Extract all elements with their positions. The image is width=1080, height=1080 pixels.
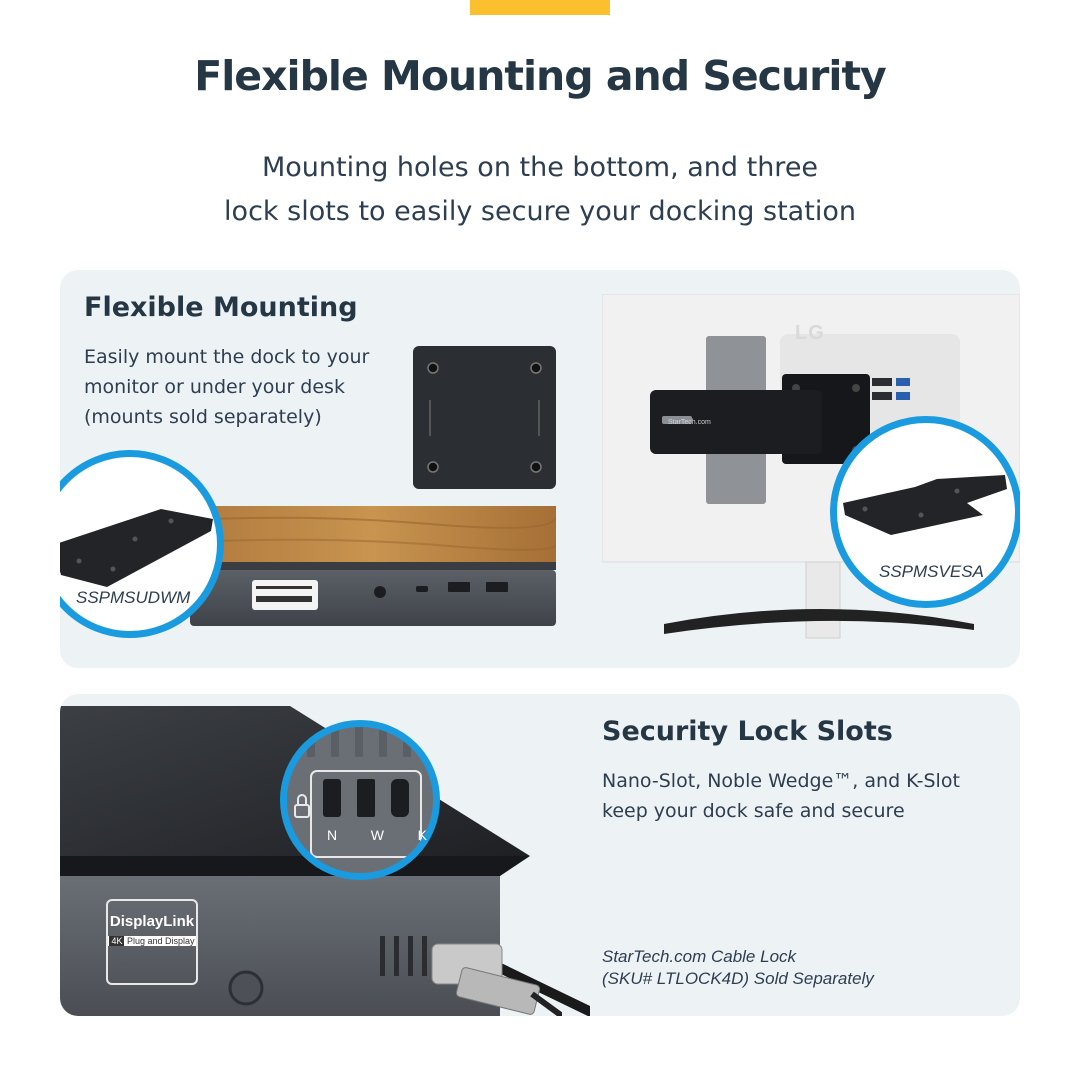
cable-lock-image <box>422 934 562 1016</box>
badge-tagline: Plug and Display <box>126 936 195 946</box>
mounting-description: Easily mount the dock to your monitor or… <box>84 342 424 432</box>
lock-slot-labels: N W K <box>327 827 427 843</box>
security-panel: DisplayLink 4K Plug and Display <box>60 694 1020 1016</box>
page-title: Flexible Mounting and Security <box>194 52 887 100</box>
cable-lock-note: StarTech.com Cable Lock (SKU# LTLOCK4D) … <box>602 946 874 990</box>
monitor-brand-logo: LG <box>795 322 825 344</box>
accent-bar <box>470 0 610 15</box>
security-title: Security Lock Slots <box>602 716 893 747</box>
desk-mount-sku: SSPMSUDWM <box>76 588 191 607</box>
slot-label-nano: N <box>327 827 338 843</box>
slot-label-kslot: K <box>417 827 427 843</box>
note-line-1: StarTech.com Cable Lock <box>602 947 797 966</box>
vesa-mount-callout <box>830 416 1020 608</box>
mounting-desc-line-1: Easily mount the dock to your <box>84 346 370 368</box>
badge-resolution: 4K <box>109 936 125 946</box>
subtitle-line-2: lock slots to easily secure your docking… <box>224 196 856 227</box>
mounting-desc-line-2: monitor or under your desk <box>84 376 345 398</box>
lock-slots-callout <box>280 720 440 880</box>
slot-label-wedge: W <box>370 827 384 843</box>
dock-brand-mark: StarTech.com <box>668 419 711 426</box>
desk-mount-callout <box>60 450 224 638</box>
mounting-plate-image <box>413 346 556 489</box>
badge-tagline-row: 4K Plug and Display <box>108 936 196 946</box>
under-desk-dock-image <box>190 506 556 628</box>
displaylink-badge: DisplayLink 4K Plug and Display <box>106 899 198 985</box>
security-desc-line-2: keep your dock safe and secure <box>602 800 905 822</box>
badge-brand: DisplayLink <box>109 913 195 930</box>
vesa-mount-sku: SSPMSVESA <box>879 562 984 581</box>
mounting-desc-line-3: (mounts sold separately) <box>84 406 322 428</box>
security-description: Nano-Slot, Noble Wedge™, and K-Slot keep… <box>602 766 1012 826</box>
note-line-2: (SKU# LTLOCK4D) Sold Separately <box>602 969 874 988</box>
page-subtitle: Mounting holes on the bottom, and three … <box>140 146 940 234</box>
security-desc-line-1: Nano-Slot, Noble Wedge™, and K-Slot <box>602 770 960 792</box>
mounting-panel: Flexible Mounting Easily mount the dock … <box>60 270 1020 668</box>
mounting-title: Flexible Mounting <box>84 292 358 323</box>
subtitle-line-1: Mounting holes on the bottom, and three <box>261 152 819 183</box>
